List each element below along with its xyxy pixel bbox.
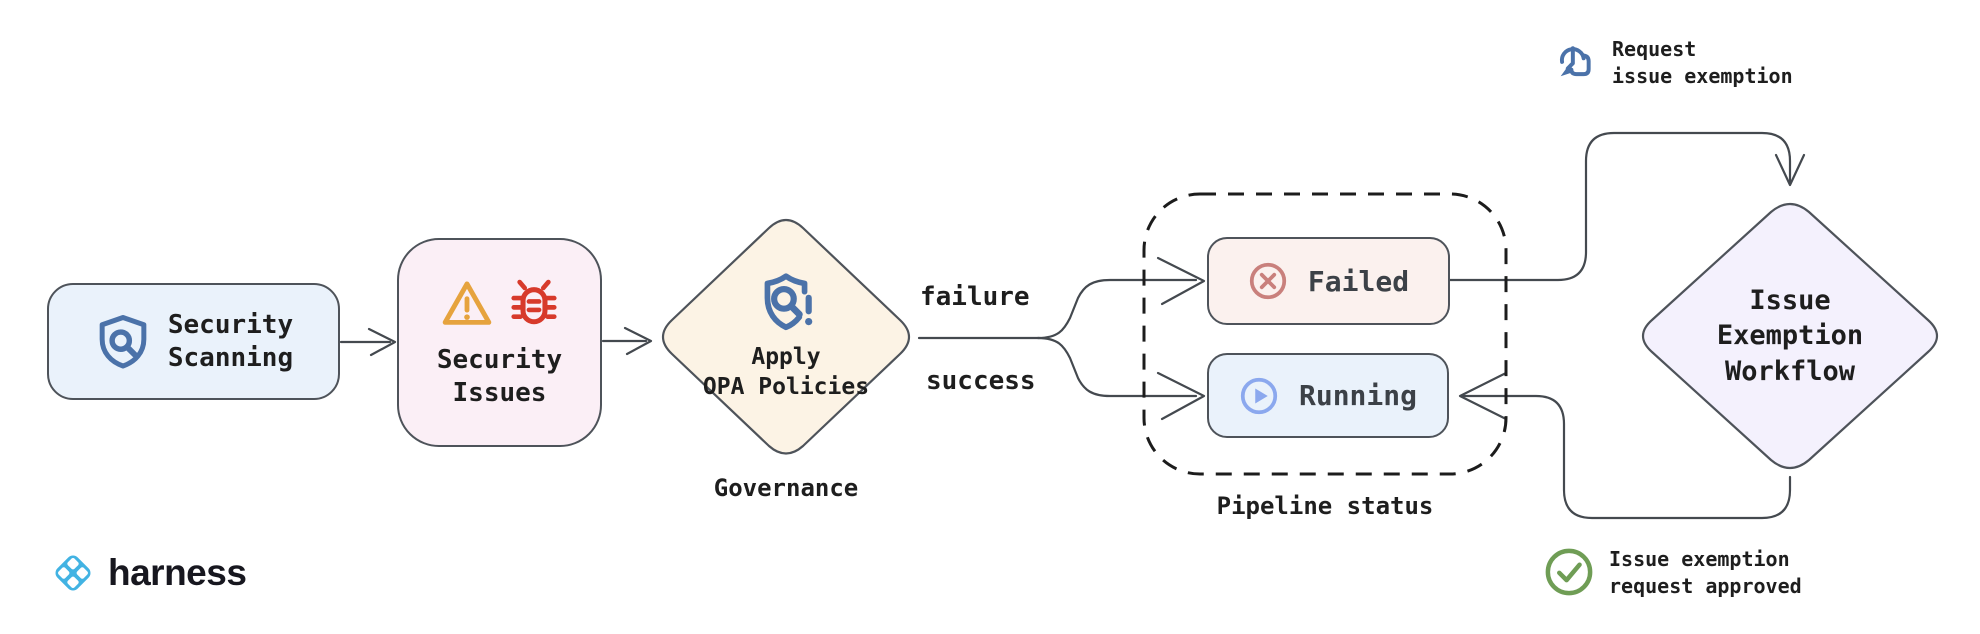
arrowhead-failed: [1156, 256, 1206, 306]
circle-x-icon: [1249, 262, 1287, 300]
failure-edge-label: failure: [920, 282, 1030, 312]
approved-label: Issue exemption request approved: [1609, 547, 1802, 598]
running-label: Running: [1298, 379, 1417, 412]
arrowhead-running-left: [1156, 371, 1206, 421]
arrowhead-exemption: [1774, 153, 1806, 187]
edge-branch-failure: [1036, 278, 1198, 340]
tap-click-icon: [1559, 46, 1591, 77]
exemption-workflow-label: Issue Exemption Workflow: [1716, 285, 1864, 387]
security-issues-icons: [439, 276, 561, 332]
security-scanning-label: Security Scanning: [167, 309, 294, 373]
warning-triangle-icon: [442, 281, 491, 325]
opa-diamond-shape: [661, 218, 911, 455]
harness-logo-icon: [55, 555, 91, 591]
arrowhead-issues: [367, 327, 397, 357]
shield-search-alert-icon: [764, 273, 813, 331]
edge-failed-to-exemption: [1448, 131, 1792, 282]
pipeline-status-caption: Pipeline status: [1216, 492, 1434, 520]
harness-brand-text: harness: [108, 552, 247, 593]
failed-label: Failed: [1307, 264, 1410, 298]
success-edge-label: success: [926, 366, 1036, 396]
bug-icon: [510, 279, 557, 324]
circle-play-icon: [1240, 377, 1278, 414]
exemption-diamond-shape: [1641, 202, 1939, 470]
running-node: Running: [1207, 353, 1449, 438]
approved-annotation: Issue exemption request approved: [1543, 546, 1802, 600]
check-circle-icon: [1545, 548, 1593, 596]
failed-node: Failed: [1207, 237, 1450, 325]
arrowhead-running-right: [1458, 371, 1508, 421]
apply-opa-node: Apply OPA Policies: [654, 212, 918, 460]
security-issues-label: Security Issues: [436, 344, 563, 408]
request-exemption-annotation: Request issue exemption: [1552, 36, 1793, 90]
pipeline-status-container: [1142, 192, 1508, 476]
exemption-workflow-node: Issue Exemption Workflow: [1633, 195, 1947, 477]
arrowhead-opa: [623, 326, 653, 356]
request-exemption-label: Request issue exemption: [1612, 37, 1793, 88]
security-scanning-node: Security Scanning: [47, 283, 340, 400]
security-issues-node: Security Issues: [397, 238, 602, 447]
shield-search-icon: [99, 314, 147, 369]
harness-logo: harness: [46, 546, 247, 600]
governance-caption: Governance: [713, 474, 859, 502]
edge-exemption-to-running: [1460, 394, 1792, 520]
apply-opa-label: Apply OPA Policies: [702, 344, 870, 400]
edge-branch-success: [1036, 336, 1198, 398]
